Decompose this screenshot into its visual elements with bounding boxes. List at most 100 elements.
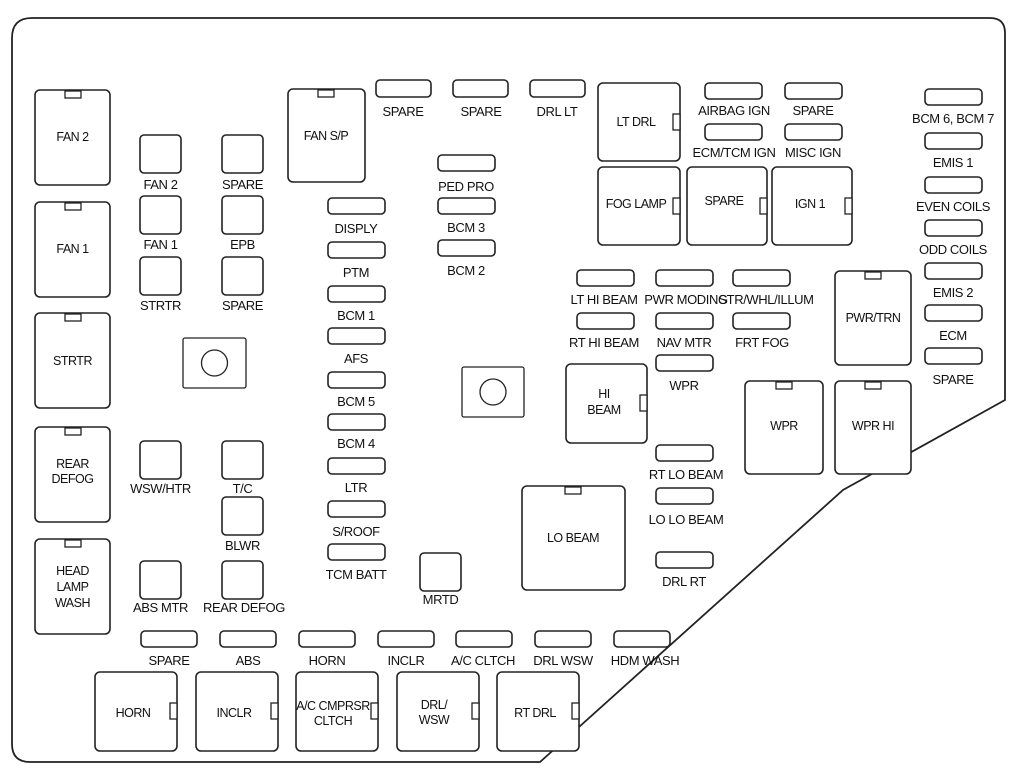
- fuse-lt-hi-beam-label: LT HI BEAM: [570, 292, 637, 307]
- relay-pwr-trn-label: PWR/TRN: [846, 311, 901, 325]
- relay-hi-beam: HI BEAM: [565, 363, 648, 444]
- mini-relay-spare-mid: SPARE: [221, 256, 264, 313]
- relay-horn: HORN: [94, 671, 178, 752]
- fuse-ped-pro-label: PED PRO: [438, 179, 494, 194]
- fuse-spare-far-label: SPARE: [932, 372, 974, 387]
- relay-strtr-label: STRTR: [53, 354, 92, 368]
- fuse-ltr: LTR: [327, 457, 386, 495]
- fuse-odd-coils: ODD COILS: [919, 219, 988, 257]
- relay-rear-defog-label-2: DEFOG: [52, 472, 94, 486]
- fuse-rt-hi-beam-label: RT HI BEAM: [569, 335, 639, 350]
- relay-head-lamp-wash-label-2: LAMP: [56, 580, 88, 594]
- fuse-bcm-6-bcm-7-label: BCM 6, BCM 7: [912, 111, 994, 126]
- relay-fan-2-label: FAN 2: [56, 130, 89, 144]
- fuse-emis-2: EMIS 2: [924, 262, 983, 300]
- fuse-box-outline: [11, 17, 1006, 763]
- fuse-bottom-horn-label: HORN: [309, 653, 346, 668]
- relay-strtr: STRTR: [34, 312, 111, 409]
- fuse-disply-label: DISPLY: [335, 221, 379, 236]
- relay-lt-drl-label: LT DRL: [617, 115, 656, 129]
- fuse-odd-coils-label: ODD COILS: [919, 242, 988, 257]
- relay-wpr-label: WPR: [770, 419, 798, 433]
- fuse-pwr-moding-label: PWR MODING: [644, 292, 728, 307]
- fuse-tcm-batt-label: TCM BATT: [326, 567, 387, 582]
- relay-wpr-hi-label: WPR HI: [852, 419, 894, 433]
- relay-rear-defog-label-1: REAR: [56, 457, 89, 471]
- fuse-lt-hi-beam: LT HI BEAM: [570, 269, 638, 307]
- fuse-bottom-ac-cltch-label: A/C CLTCH: [451, 653, 515, 668]
- mini-relay-fan-1-label: FAN 1: [143, 237, 177, 252]
- relay-lo-beam: LO BEAM: [521, 485, 626, 591]
- fuse-even-coils: EVEN COILS: [916, 176, 991, 214]
- fuse-bcm-2: BCM 2: [437, 239, 496, 278]
- fuse-bottom-inclr-label: INCLR: [387, 653, 424, 668]
- fuse-bcm-2-label: BCM 2: [447, 263, 485, 278]
- fuse-misc-ign: MISC IGN: [784, 123, 843, 160]
- fuse-bcm-3: BCM 3: [437, 197, 496, 235]
- fuse-drl-lt-label: DRL LT: [537, 104, 578, 119]
- fuse-bottom-abs-label: ABS: [236, 653, 262, 668]
- mini-relay-epb: EPB: [221, 195, 264, 252]
- mini-relay-strtr: STRTR: [139, 256, 182, 313]
- relay-lt-drl: LT DRL: [597, 82, 681, 162]
- relay-fan-sp-label: FAN S/P: [304, 129, 349, 143]
- fuse-rt-lo-beam-label: RT LO BEAM: [649, 467, 723, 482]
- relay-spare: SPARE: [686, 166, 768, 246]
- relay-fan-sp: FAN S/P: [287, 88, 366, 183]
- relay-head-lamp-wash-label-1: HEAD: [56, 564, 89, 578]
- fuse-bottom-abs: ABS: [219, 630, 277, 668]
- relay-head-lamp-wash-label-3: WASH: [55, 596, 91, 610]
- relay-lo-beam-label: LO BEAM: [547, 531, 599, 545]
- relay-rt-drl-label: RT DRL: [514, 706, 556, 720]
- fuse-bcm-3-label: BCM 3: [447, 220, 485, 235]
- fuse-bottom-hdm-wash: HDM WASH: [611, 630, 680, 668]
- fuse-airbag-ign-label: AIRBAG IGN: [698, 103, 770, 118]
- fuse-frt-fog: FRT FOG: [732, 312, 791, 350]
- fuse-emis-1: EMIS 1: [924, 132, 983, 170]
- mini-relay-fan-1: FAN 1: [139, 195, 182, 252]
- relay-fog-lamp: FOG LAMP: [597, 166, 681, 246]
- fuse-bottom-spare-label: SPARE: [148, 653, 190, 668]
- fuse-bottom-ac-cltch: A/C CLTCH: [451, 630, 515, 668]
- mounting-boss-left: [182, 337, 247, 389]
- fuse-airbag-ign: AIRBAG IGN: [698, 82, 770, 118]
- fuse-lo-lo-beam-label: LO LO BEAM: [649, 512, 724, 527]
- fuse-ped-pro: PED PRO: [437, 154, 496, 194]
- mini-relay-abs-mtr: ABS MTR: [133, 560, 188, 615]
- fuse-spare-far: SPARE: [924, 347, 983, 387]
- relay-fan-2: FAN 2: [34, 89, 111, 186]
- fuse-drl-rt-label: DRL RT: [662, 574, 706, 589]
- relay-rt-drl: RT DRL: [496, 671, 580, 752]
- fuse-bcm-1-label: BCM 1: [337, 308, 375, 323]
- relay-head-lamp-wash: HEAD LAMP WASH: [34, 538, 111, 635]
- fuse-misc-ign-label: MISC IGN: [785, 145, 841, 160]
- mini-relay-spare-top-label: SPARE: [222, 177, 264, 192]
- fuse-bcm-4-label: BCM 4: [337, 436, 375, 451]
- fuse-top-spare-2-label: SPARE: [460, 104, 502, 119]
- relay-hi-beam-label-2: BEAM: [587, 403, 621, 417]
- relay-drl-wsw-label-2: WSW: [419, 713, 450, 727]
- relay-ign-1: IGN 1: [771, 166, 853, 246]
- mini-relay-abs-mtr-label: ABS MTR: [133, 600, 188, 615]
- mini-relay-tc: T/C: [221, 440, 264, 496]
- mini-relay-spare-top: SPARE: [221, 134, 264, 192]
- relay-drl-wsw: DRL/ WSW: [396, 671, 480, 752]
- fuse-afs: AFS: [327, 327, 386, 366]
- fuse-ecm: ECM: [924, 304, 983, 343]
- relay-fog-lamp-label: FOG LAMP: [606, 197, 667, 211]
- relay-drl-wsw-label-1: DRL/: [421, 698, 449, 712]
- mini-relay-mrtd-label: MRTD: [423, 592, 459, 607]
- fuse-str-whl-illum-label: STR/WHL/ILLUM: [718, 292, 813, 307]
- fuse-disply: DISPLY: [327, 197, 386, 236]
- fuse-ecm-tcm-ign-label: ECM/TCM IGN: [693, 145, 776, 160]
- mounting-boss-center: [461, 366, 525, 418]
- mini-relay-rear-defog: REAR DEFOG: [203, 560, 286, 615]
- fuse-ltr-label: LTR: [345, 480, 367, 495]
- fuse-ptm: PTM: [327, 241, 386, 280]
- relay-horn-label: HORN: [116, 706, 151, 720]
- fuse-tcm-batt: TCM BATT: [326, 543, 387, 582]
- fuse-top-spare-2: SPARE: [452, 79, 509, 119]
- fuse-ecm-tcm-ign: ECM/TCM IGN: [693, 123, 776, 160]
- fuse-wpr-label: WPR: [669, 378, 698, 393]
